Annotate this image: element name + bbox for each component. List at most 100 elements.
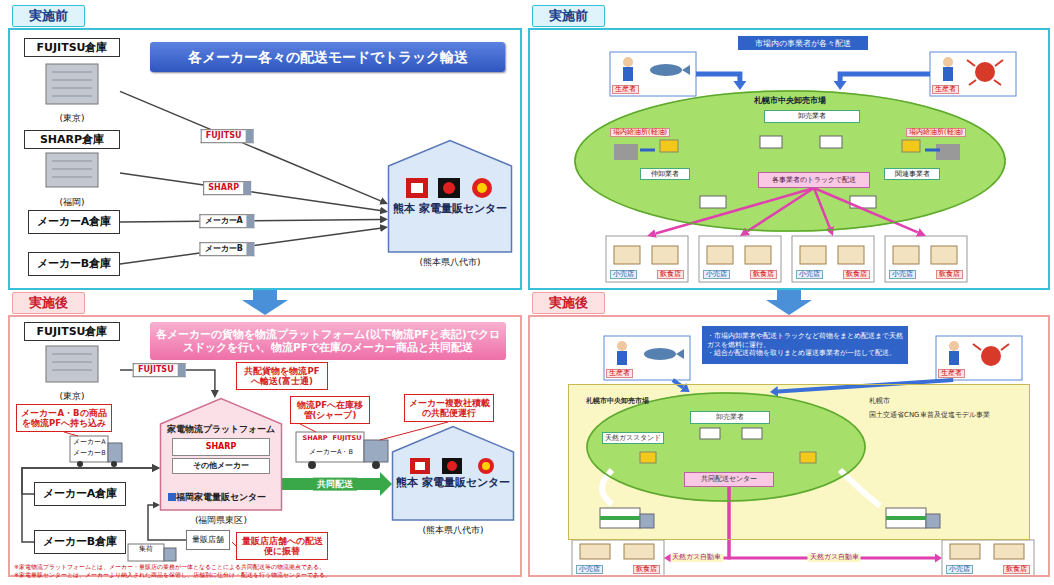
station-tag: 場内給油所(軽油) [610,128,676,139]
edge-label: SHARP [203,182,251,196]
truck-logo: メーカーA [71,439,108,447]
node-sublabel: 飲食店 [1003,565,1030,574]
node-label: 小売店 [703,270,730,279]
truck-logo: 集荷 [130,546,162,554]
node-label: 家電物流プラットフォーム [160,424,282,435]
node-sublabel: (熊本県八代市) [388,257,512,268]
node-label: 生産者 [612,85,639,94]
callout-box: 量販店店舗への配送便に振替 [236,532,328,560]
node-sublabel: (東京) [59,391,84,402]
retail-box: 小売店飲食店 [942,540,1034,576]
before-panel: 実施前市場内の事業者が各々配送生産者生産者札幌市中央卸売市場卸売業者仲卸業者関連… [528,28,1050,290]
node-label: SHARP [206,442,237,452]
node-label: 札幌市 [869,397,1025,405]
node-label: 仲卸業者 [651,170,679,178]
node-label: 実施前 [12,5,85,27]
node-label: 札幌市中央卸売市場 [586,397,866,405]
node-label: メーカーA・Bの商品を物流PFへ持ち込み [20,408,108,428]
callout-box: メーカー複数社積載の共配便運行 [404,394,494,422]
node-label: 共配貨物を物流PFへ輸送(富士通) [240,366,324,386]
node-label: 量販店舗 [192,535,224,545]
warehouse-box: メーカーB倉庫 [28,252,120,276]
connector-arrow [814,188,918,232]
warehouse: SHARP倉庫(福岡) [24,130,120,208]
node-sublabel: 国土交通省CNG車普及促進モデル事業 [869,411,1025,419]
retail-box: 小売店飲食店 [885,236,967,282]
edge-label: 天然ガス自動車 [808,554,861,562]
node-sublabel: (福岡県東区) [160,515,282,526]
callout-box: メーカーA・Bの商品を物流PFへ持ち込み [16,404,112,432]
node-label: 小売店 [576,565,603,574]
node-sublabel: 飲食店 [657,270,684,279]
house-outline [161,399,282,511]
connector-arrow [120,91,381,201]
producer-box: 生産者 [930,52,1016,96]
connector-arrow [840,74,930,81]
node-label: 卸売業者 [798,112,826,120]
node-label: ・市場内卸業者や配送トラックなど荷物をまとめ配送まで天然ガスを燃料に運行。 [707,332,903,349]
node-label: SHARP倉庫 [24,130,120,149]
node-label: その他メーカー [193,461,249,471]
callout-box: 共配貨物を物流PFへ輸送(富士通) [236,362,328,390]
node-label: 関連事業者 [895,170,930,178]
node-sublabel: 飲食店 [750,270,777,279]
footnote: ※家電物流プラットフォームとは、メーカー・量販店の業務が一体となることによる共同… [14,563,519,570]
node-sublabel: (熊本県八代市) [392,525,514,536]
after-panel: 実施後・市場内卸業者や配送トラックなど荷物をまとめ配送まで天然ガスを燃料に運行。… [528,315,1050,577]
node-label: FUJITSU倉庫 [24,322,120,341]
node-label: 各メーカーの貨物を物流プラットフォーム(以下物流PFと表記)でクロスドックを行い… [156,328,500,353]
ellipse-outline [575,91,1005,231]
warehouse-box: メーカーA倉庫 [34,482,126,506]
market-ellipse: 札幌市中央卸売市場卸売業者天然ガススタンド共同配送センター [586,392,866,502]
connector-arrow [253,290,277,300]
retail-box: 小売店 飲食店 [699,236,781,282]
node-label: 熊本 家電量販センター [392,476,514,489]
callout-box: 物流PFへ在庫移管(シャープ) [290,396,370,424]
edge-label: 天然ガス自動車 [670,554,723,562]
node-label: 生産者 [606,369,633,378]
node-label: 生産者 [938,369,965,378]
node-sublabel: ・組合が配送荷物を取りまとめ運送事業者が一括して配送。 [707,349,903,357]
note-box: ・市場内卸業者や配送トラックなど荷物をまとめ配送まで天然ガスを燃料に運行。・組合… [702,326,908,364]
edge-label: 共同配送 [313,478,357,491]
connector-arrow [729,487,935,558]
warehouse: FUJITSU倉庫 (東京) [24,38,120,124]
before-panel: 実施前各メーカー各々の配送モードでトラック輸送FUJITSU倉庫(東京)SHAR… [8,28,522,290]
node-label: メーカーB倉庫 [37,257,111,270]
node-label: FUJITSU倉庫 [24,38,120,57]
connector-arrow [777,290,801,300]
node-label: 札幌市中央卸売市場 [574,96,1006,106]
connector-arrow [120,228,380,264]
maker-box: SHARP [172,438,270,456]
node-label: メーカーA倉庫 [43,487,118,500]
delivery-center: 共同配送センター [684,472,774,487]
house-outline [389,141,512,253]
edge-label: メーカーA [200,214,255,228]
producer-box: 生産者 [604,336,690,380]
truck-logo: SHARP [300,435,330,443]
node-label: 各事業者のトラックで配送 [772,176,856,184]
node-sublabel: 飲食店 [936,270,963,279]
wholesaler-box: 卸売業者 [764,110,860,123]
node-sublabel: 福岡家電量販センター [160,492,282,503]
truck-logo: メーカーB [71,450,108,458]
node-label: 量販店店舗への配送便に振替 [240,536,324,556]
node-label: 場内給油所(軽油) [906,128,966,137]
maker-box: その他メーカー [172,458,270,474]
connector-arrow [656,188,814,234]
producer-box: 生産者 [610,52,696,96]
wholesaler-box: 卸売業者 [690,411,770,424]
house-outline [393,427,514,521]
node-sublabel: 飲食店 [843,270,870,279]
heading-banner: 各メーカーの貨物を物流プラットフォーム(以下物流PFと表記)でクロスドックを行い… [150,322,506,360]
node-sublabel: (東京) [59,113,84,124]
retail-box: 小売店飲食店 [792,236,874,282]
node-label: 場内給油所(軽油) [610,128,670,137]
connector-arrow [748,188,814,231]
operator-box: 関連事業者 [884,168,940,180]
node-label: 天然ガススタンド [605,434,661,442]
node-label: 卸売業者 [716,413,744,421]
